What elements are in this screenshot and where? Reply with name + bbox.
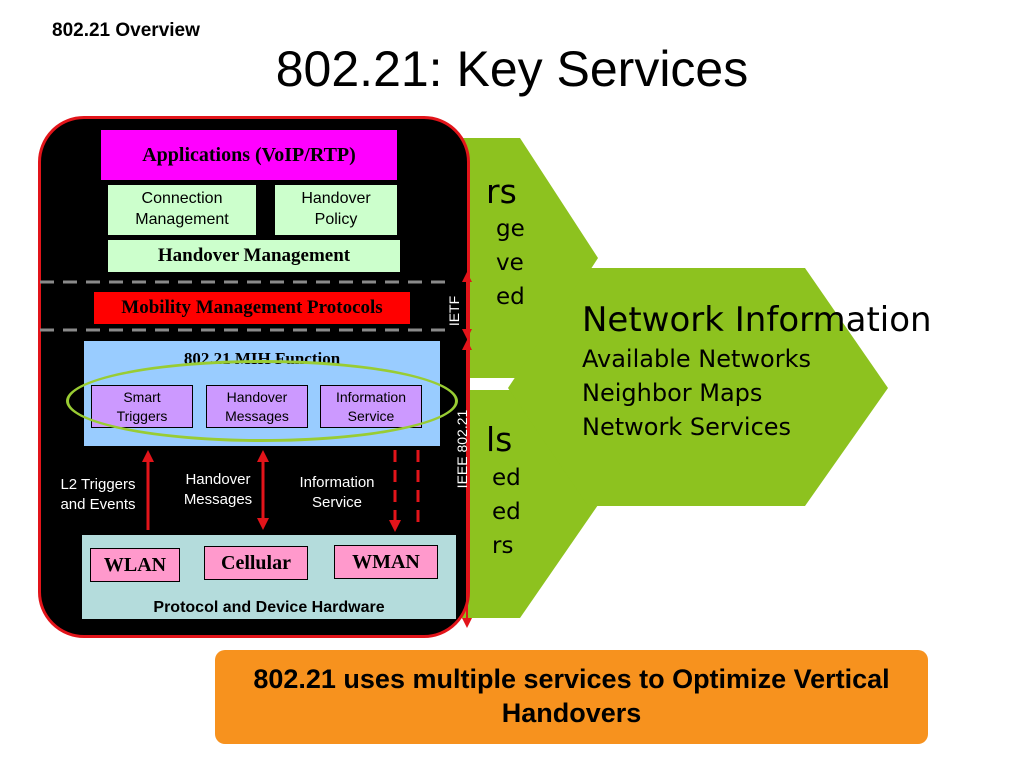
ietf-label: IETF — [446, 295, 462, 327]
mih-highlight-ellipse — [66, 360, 458, 442]
section-header: 802.21 Overview — [52, 20, 200, 41]
hexagon-bottom-line-1: ed — [492, 465, 521, 491]
hexagon-top-line-2: ve — [496, 250, 524, 276]
hexagon-top-line-1: ge — [496, 216, 525, 242]
l2-triggers-label: L2 Triggers and Events — [60, 476, 136, 513]
network-information-line-3: Network Services — [582, 413, 792, 441]
cellular-box: Cellular — [204, 546, 308, 580]
device-hardware-label: Protocol and Device Hardware — [153, 599, 385, 616]
wlan-box: WLAN — [90, 548, 180, 582]
hexagon-bottom-line-2: ed — [492, 499, 521, 525]
hexagon-bottom-title: ls — [486, 420, 513, 459]
hexagon-bottom-line-3: rs — [492, 533, 514, 559]
network-information-title: Network Information — [582, 300, 932, 340]
summary-callout: 802.21 uses multiple services to Optimiz… — [215, 650, 928, 744]
network-information-line-2: Neighbor Maps — [582, 379, 763, 407]
handover-messages-label: Handover Messages — [183, 471, 253, 508]
connection-management-box: Connection Management — [108, 185, 256, 235]
page-title: 802.21: Key Services — [275, 41, 749, 97]
handover-management-box: Handover Management — [108, 240, 400, 272]
hexagon-right — [508, 268, 888, 506]
handover-policy-box: Handover Policy — [275, 185, 397, 235]
network-information-line-1: Available Networks — [582, 345, 811, 373]
ieee-802-21-label: IEEE 802.21 — [454, 409, 470, 489]
information-service-label: Information Service — [299, 474, 375, 511]
hexagon-top-title: rs — [486, 172, 517, 211]
wman-box: WMAN — [334, 545, 438, 579]
mobility-management-protocols-box: Mobility Management Protocols — [94, 292, 410, 324]
applications-box: Applications (VoIP/RTP) — [101, 130, 397, 180]
hexagon-top-line-3: ed — [496, 284, 525, 310]
summary-callout-text: 802.21 uses multiple services to Optimiz… — [253, 664, 890, 728]
